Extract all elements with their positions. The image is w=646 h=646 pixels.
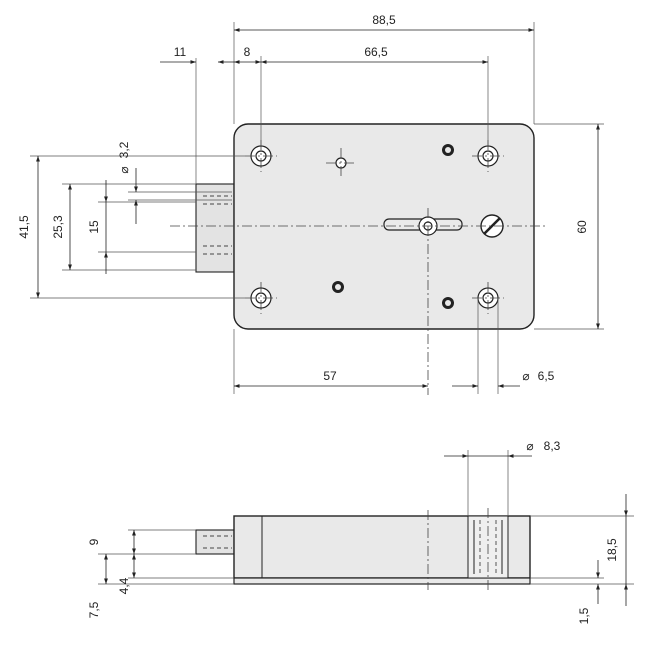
dim-base-offset: 7,5 <box>87 601 101 618</box>
key-cylinder <box>467 508 509 590</box>
dim-mount-hole-dia: 6,5 <box>538 369 555 383</box>
dim-height-outer: 41,5 <box>17 215 31 239</box>
dim-hole-spacing: 66,5 <box>364 45 388 59</box>
diameter-symbol-icon: ⌀ <box>522 369 529 383</box>
dim-overall-width: 88,5 <box>372 13 396 27</box>
dim-bolt-offset: 4,4 <box>117 577 131 594</box>
dim-bolt-projection: 11 <box>174 45 187 59</box>
side-base-plate <box>233 577 531 585</box>
dim-bolt-thickness: 9 <box>87 538 101 545</box>
dim-body-thickness: 18,5 <box>605 538 619 562</box>
top-view: 88,5 11 8 66,5 60 41,5 25,3 15 <box>17 13 604 395</box>
lock-bolt <box>195 183 235 273</box>
side-view: 9 7,5 4,4 ⌀ 8,3 18,5 1,5 <box>87 439 634 624</box>
dim-hole-dia: 3,2 <box>117 141 131 158</box>
dim-height-mid: 25,3 <box>51 215 65 239</box>
dim-body-height: 60 <box>575 220 589 234</box>
side-bolt <box>195 529 235 555</box>
diameter-symbol-icon: ⌀ <box>117 166 131 173</box>
dim-edge-to-keyhole: 57 <box>323 369 337 383</box>
diameter-symbol-icon: ⌀ <box>526 439 533 453</box>
dim-key-dia: 8,3 <box>544 439 561 453</box>
dim-bolt-width: 15 <box>87 220 101 234</box>
dim-plate-thickness: 1,5 <box>577 607 591 624</box>
dim-edge-to-hole: 8 <box>244 45 251 59</box>
